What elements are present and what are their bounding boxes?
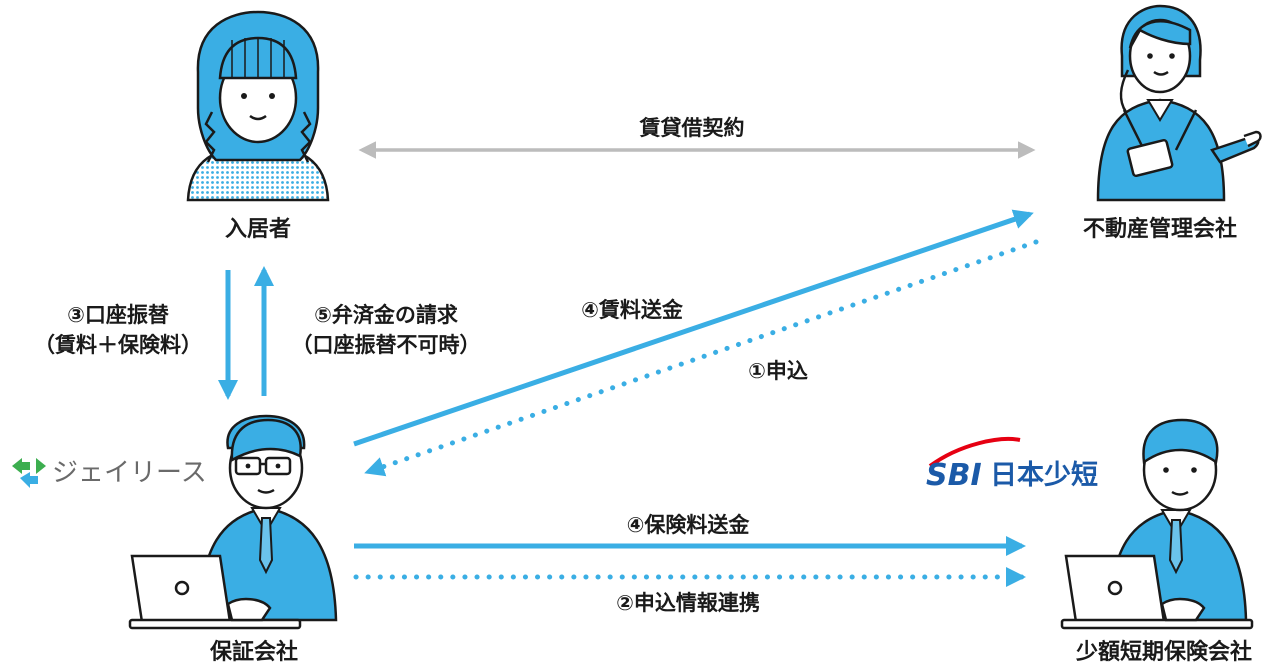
sbi-logo: SBI 日本少短: [926, 437, 1098, 493]
debit-label-line1: ③口座振替: [67, 303, 169, 327]
jlease-mark-icon: [12, 458, 46, 488]
insurer-figure: [1060, 418, 1254, 630]
jlease-logo: ジェイリース: [12, 458, 207, 488]
premium-remit-label: ④保険料送金: [627, 513, 751, 537]
sbi-swoosh-icon: [928, 437, 1021, 468]
debit-label-line2: （賃料＋保険料）: [34, 333, 202, 357]
apply-arrow: [364, 239, 1039, 477]
data-link-label: ②申込情報連携: [616, 591, 760, 615]
lease-label: 賃貸借契約: [639, 116, 745, 140]
claim-label-line2: （口座振替不可時）: [292, 333, 481, 357]
sbi-mark: SBI: [926, 458, 982, 493]
guarantor-label: 保証会社: [209, 639, 298, 665]
rent-remit-arrow: [353, 209, 1034, 447]
jlease-wordmark: ジェイリース: [52, 458, 207, 488]
sbi-name: 日本少短: [990, 460, 1098, 491]
property-manager-figure: [1096, 4, 1262, 202]
resident-label: 入居者: [225, 217, 291, 242]
rent-remit-label: ④賃料送金: [581, 298, 684, 322]
guarantor-figure: [128, 414, 338, 630]
insurer-label: 少額短期保険会社: [1075, 639, 1252, 665]
property-manager-label: 不動産管理会社: [1083, 216, 1237, 242]
claim-label-line1: ⑤弁済金の請求: [314, 303, 458, 327]
apply-label: ①申込: [748, 359, 808, 383]
resident-figure: [186, 10, 330, 202]
